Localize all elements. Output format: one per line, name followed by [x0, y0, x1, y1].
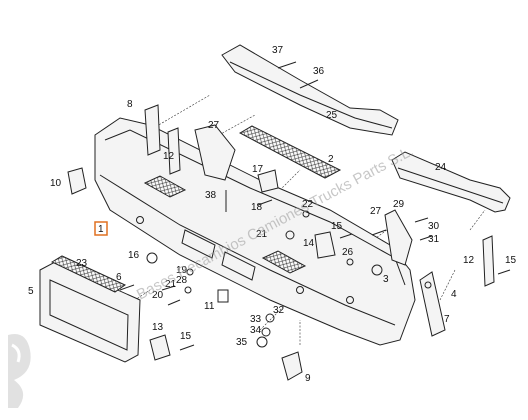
headlamp-frame-inner [49, 279, 129, 351]
callout-20: 20 [152, 290, 164, 301]
callout-8: 8 [127, 99, 133, 110]
callout-3: 3 [383, 274, 389, 285]
callout-12: 12 [463, 255, 475, 266]
callout-24: 24 [435, 162, 447, 173]
callout-10: 10 [50, 178, 62, 189]
callout-38: 38 [205, 190, 217, 201]
headlamp-lens [50, 255, 127, 293]
callout-21: 21 [256, 229, 268, 240]
callout-19: 19 [176, 265, 188, 276]
nut-19 [186, 268, 194, 276]
callout-32: 32 [273, 305, 285, 316]
callout-21: 21 [165, 279, 177, 290]
bracket-7 [419, 271, 446, 337]
callout-15: 15 [505, 255, 517, 266]
bolt-21b [161, 285, 176, 291]
bolt-15a [339, 233, 353, 239]
callout-15: 15 [331, 221, 343, 232]
clip-17 [257, 169, 279, 193]
right-reinforcement-bar [391, 151, 511, 213]
callout-27: 27 [208, 120, 220, 131]
washer-33 [261, 327, 271, 337]
grommet-35 [256, 336, 268, 348]
callout-6: 6 [116, 272, 122, 283]
callout-33: 33 [250, 314, 262, 325]
callout-13: 13 [152, 322, 164, 333]
callout-9: 9 [305, 373, 311, 384]
bolt-37 [277, 61, 297, 69]
callout-34: 34 [250, 325, 262, 336]
bolt-36 [299, 79, 319, 89]
callout-36: 36 [313, 66, 325, 77]
callout-2: 2 [328, 154, 334, 165]
bolt-15b [179, 344, 195, 351]
bolt-30 [414, 217, 429, 223]
bracket-14 [314, 231, 336, 259]
nut-21a [285, 230, 295, 240]
bracket-12-right [482, 235, 495, 287]
callout-1-highlight-box [94, 221, 108, 236]
callout-29: 29 [393, 199, 405, 210]
watermark-logo [8, 334, 31, 408]
bracket-12-left [167, 127, 181, 175]
bolt-18 [257, 199, 273, 206]
washer-3 [371, 264, 383, 276]
bracket-8 [144, 104, 161, 156]
callout-5: 5 [28, 286, 34, 297]
callout-15: 15 [180, 331, 192, 342]
step-grille-center [261, 250, 307, 274]
callout-31: 31 [428, 234, 440, 245]
washer-32 [265, 313, 275, 323]
upper-reinforcement-bar-edge [229, 61, 393, 129]
bumper-hole [346, 296, 354, 304]
callout-28: 28 [176, 275, 188, 286]
bolt-6 [119, 284, 135, 291]
step-grille-2 [238, 125, 342, 179]
grommet-16 [146, 252, 158, 264]
callout-1: 1 [98, 224, 104, 235]
callout-25: 25 [326, 110, 338, 121]
callout-12: 12 [163, 151, 175, 162]
callout-37: 37 [272, 45, 284, 56]
callout-23: 23 [76, 258, 88, 269]
callout-7: 7 [444, 314, 450, 325]
callout-labels: 37 36 25 8 27 12 2 10 17 38 18 22 24 1 2… [28, 45, 517, 384]
callout-22: 22 [302, 199, 314, 210]
callout-30: 30 [428, 221, 440, 232]
callout-16: 16 [128, 250, 140, 261]
callout-14: 14 [303, 238, 315, 249]
callout-35: 35 [236, 337, 248, 348]
right-reinforcement-bar-edge [397, 167, 504, 204]
bolt-20 [167, 299, 181, 306]
bumper-step-opening [181, 229, 216, 259]
bumper-hole [136, 216, 144, 224]
clip-11 [217, 289, 229, 303]
clip-13 [149, 334, 171, 361]
step-grille-left [143, 175, 187, 198]
bracket-27-right [384, 209, 413, 266]
nut-28 [184, 286, 192, 294]
callout-17: 17 [252, 164, 264, 175]
callout-26: 26 [342, 247, 354, 258]
nut-4 [424, 281, 432, 289]
bumper-shell-lower-edge [99, 174, 396, 326]
bumper-shell-top-edge [104, 129, 406, 286]
upper-reinforcement-bar [221, 44, 399, 136]
plug-9 [281, 351, 303, 381]
nut-26 [346, 258, 354, 266]
cover-10 [67, 167, 87, 195]
bumper-step-opening-2 [221, 251, 256, 281]
bolt-15c [497, 269, 511, 275]
callout-4: 4 [451, 289, 457, 300]
fasteners [119, 61, 511, 381]
callout-11: 11 [204, 301, 215, 312]
washer-22 [302, 210, 310, 218]
bracket-27-left [194, 124, 236, 181]
callout-18: 18 [251, 202, 263, 213]
bolt-31 [419, 235, 433, 241]
bumper-hole [296, 286, 304, 294]
callout-27: 27 [370, 206, 382, 217]
bolt-27b [371, 229, 387, 236]
